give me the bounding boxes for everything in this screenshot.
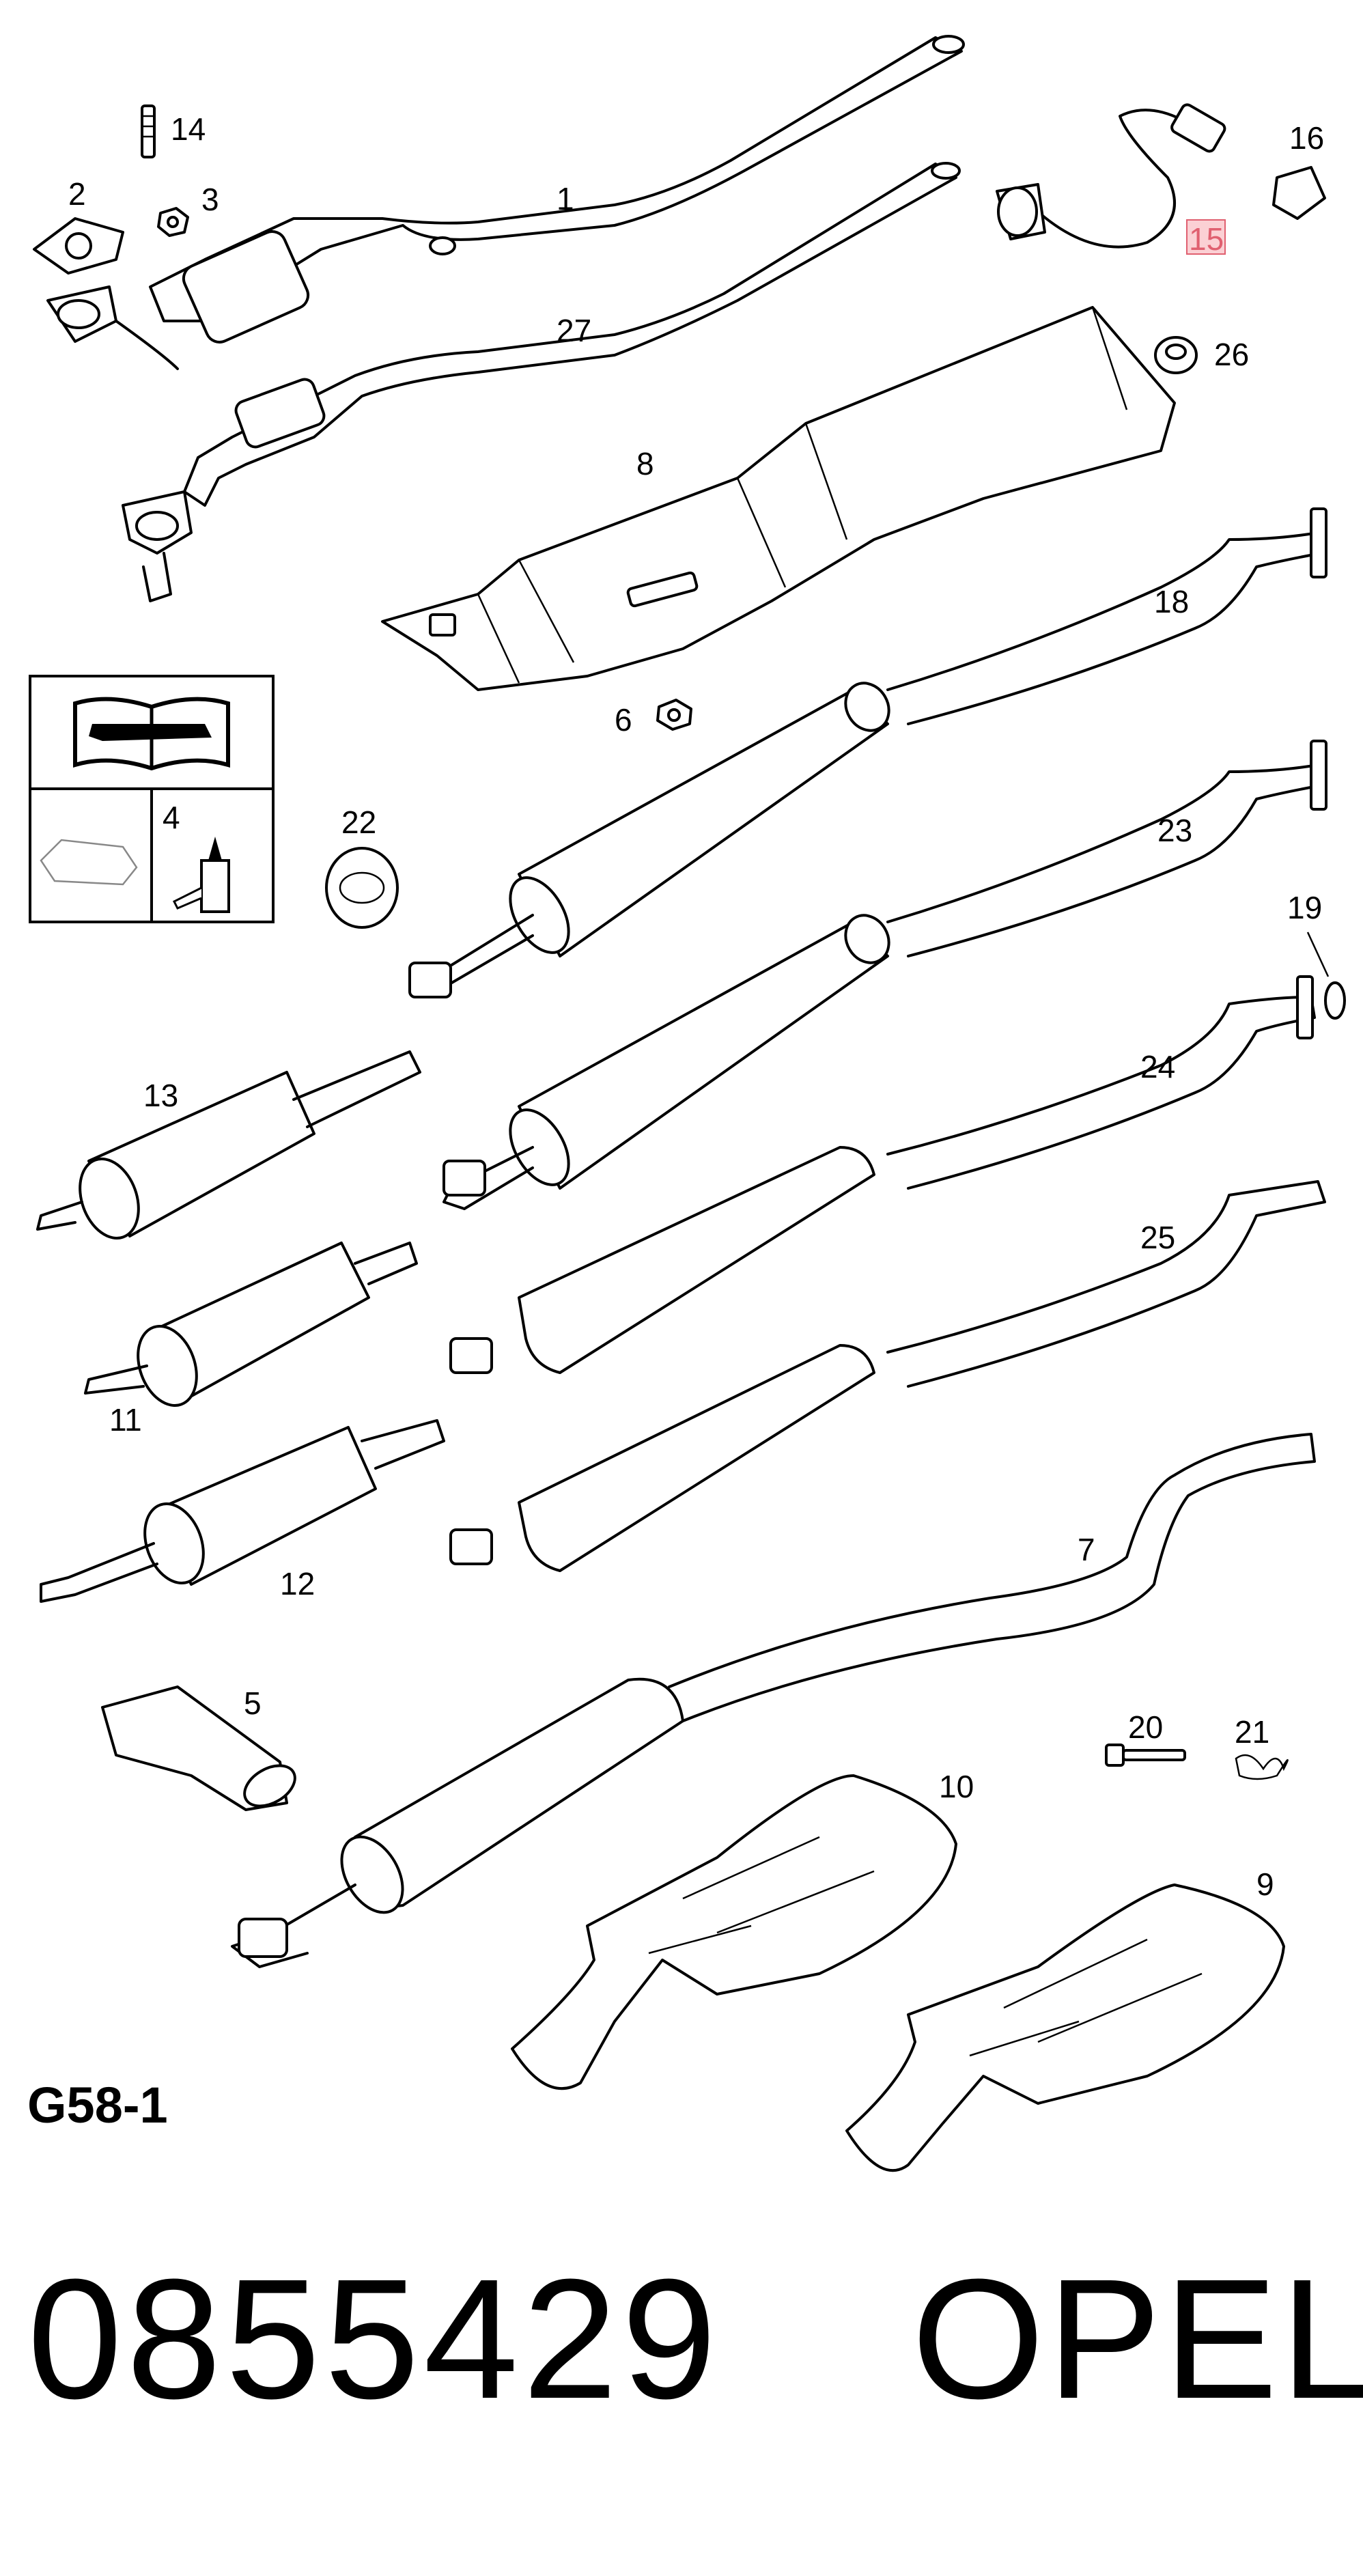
- callout-15: 15: [1189, 221, 1224, 257]
- part-3-nut: [157, 207, 189, 237]
- callout-21: 21: [1235, 1714, 1269, 1750]
- callout-8: 8: [636, 446, 654, 481]
- callout-1: 1: [557, 181, 574, 216]
- part-16-cap: [1272, 166, 1326, 220]
- callout-20: 20: [1128, 1709, 1163, 1745]
- callout-11: 11: [109, 1402, 142, 1438]
- callout-13: 13: [143, 1078, 178, 1113]
- callout-2: 2: [68, 176, 86, 212]
- highlight-box-15: [1186, 219, 1226, 255]
- part-number: 0855429: [27, 2243, 721, 2434]
- diagram-code: G58-1: [27, 2077, 168, 2133]
- part-25-centre-silencer: [449, 1180, 1326, 1572]
- callout-6: 6: [615, 702, 632, 738]
- callout-27: 27: [557, 313, 591, 348]
- part-1-front-pipe: [46, 35, 965, 370]
- callout-10: 10: [939, 1769, 974, 1804]
- part-5-clamp: [101, 1685, 296, 1811]
- callout-22: 22: [341, 804, 376, 840]
- part-8-heat-shield: [381, 306, 1176, 691]
- callout-16: 16: [1289, 120, 1324, 156]
- callout-9: 9: [1256, 1866, 1274, 1902]
- part-26-grommet: [1154, 336, 1198, 374]
- part-6-nut: [656, 699, 692, 731]
- part-7-rear-silencer: [231, 1433, 1316, 1968]
- part-12-rear-silencer: [40, 1419, 445, 1603]
- part-2-gasket: [33, 217, 124, 275]
- part-13-rear-silencer: [36, 1050, 421, 1240]
- callout-19: 19: [1287, 890, 1322, 925]
- sealant-tube-icon: [172, 837, 230, 913]
- part-14-stud: [141, 104, 156, 158]
- part-27-front-pipe: [122, 162, 961, 602]
- callout-25: 25: [1140, 1220, 1175, 1255]
- part-15-oxygen-sensor: [996, 103, 1226, 249]
- vehicle-outline-icon: [40, 839, 138, 886]
- callout-23: 23: [1157, 813, 1192, 848]
- callout-5: 5: [244, 1685, 262, 1721]
- callout-18: 18: [1154, 584, 1189, 619]
- part-20-bolt: [1105, 1744, 1186, 1767]
- manual-book-wrench-icon: [73, 697, 230, 771]
- part-23-front-silencer: [442, 740, 1327, 1210]
- info-panel: [29, 675, 275, 923]
- part-24-centre-silencer: [449, 975, 1316, 1374]
- callout-4: 4: [163, 800, 180, 835]
- callout-7: 7: [1078, 1532, 1095, 1567]
- part-18-front-silencer: [408, 507, 1327, 998]
- callout-24: 24: [1140, 1049, 1175, 1084]
- brand-name: OPEL: [912, 2243, 1363, 2434]
- part-19-gasket-ring: [1306, 932, 1346, 1020]
- part-10-heat-shield: [511, 1774, 957, 2090]
- callout-12: 12: [280, 1566, 315, 1601]
- part-21-spring: [1235, 1754, 1289, 1780]
- callout-26: 26: [1214, 337, 1249, 372]
- callout-14: 14: [171, 111, 206, 147]
- part-11-rear-silencer: [84, 1242, 418, 1408]
- part-9-heat-shield: [845, 1884, 1285, 2172]
- part-22-rubber-hanger: [325, 847, 399, 929]
- callout-3: 3: [201, 182, 219, 217]
